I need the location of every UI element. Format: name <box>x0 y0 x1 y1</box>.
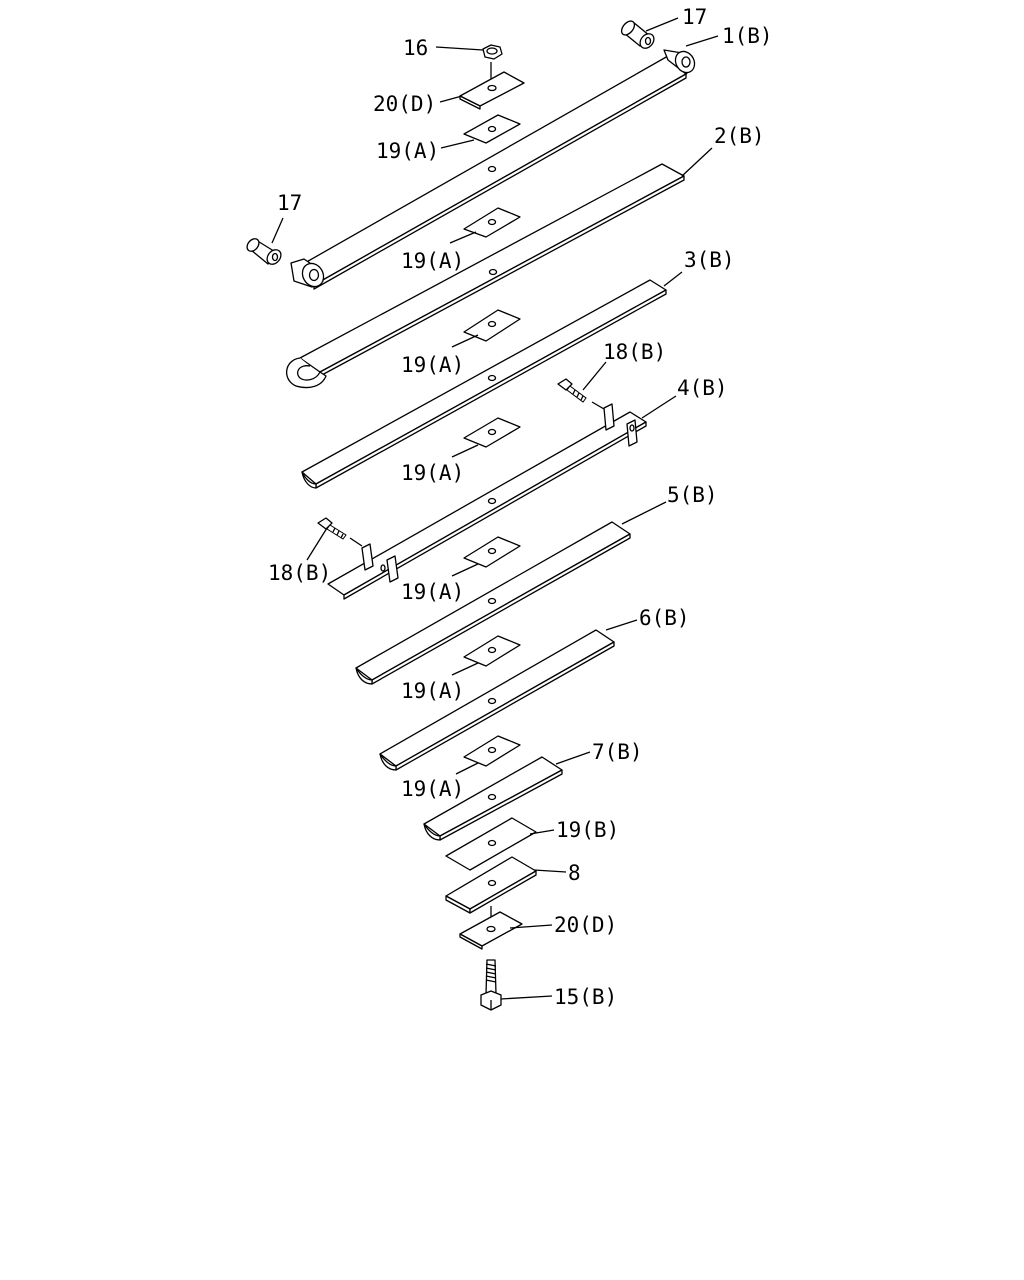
clip-bolt-part-18b-top <box>557 378 605 410</box>
callout-19a-7: 19(A) <box>401 777 464 801</box>
spacer-part-8 <box>445 856 537 914</box>
callout-2b: 2(B) <box>714 124 765 148</box>
callout-19a-6: 19(A) <box>401 679 464 703</box>
callout-18b-left: 18(B) <box>268 561 331 585</box>
center-bolt-part-15b <box>480 959 502 1011</box>
plate-part-20d-top <box>459 71 525 110</box>
liner-part-19a-6 <box>463 635 521 667</box>
liner-part-19a-1 <box>463 114 521 144</box>
callout-17-top: 17 <box>682 5 707 29</box>
callout-1b: 1(B) <box>722 24 773 48</box>
callout-16: 16 <box>403 36 428 60</box>
fifth-leaf-part-5b <box>355 521 631 685</box>
callout-19b: 19(B) <box>556 818 619 842</box>
callout-17-left: 17 <box>277 191 302 215</box>
callout-8: 8 <box>568 861 581 885</box>
callout-7b: 7(B) <box>592 740 643 764</box>
seventh-leaf-part-7b <box>423 756 563 841</box>
callout-19a-1: 19(A) <box>376 139 439 163</box>
callout-labels: 16 17 1(B) 20(D) 19(A) 17 2(B) 19(A) 3(B… <box>268 5 773 1009</box>
callout-19a-2: 19(A) <box>401 249 464 273</box>
callout-20d-bottom: 20(D) <box>554 913 617 937</box>
callout-4b: 4(B) <box>677 376 728 400</box>
liner-part-19a-2 <box>463 207 521 238</box>
main-leaf-part-1b <box>290 49 696 290</box>
fourth-leaf-part-4b <box>327 403 647 600</box>
liner-part-19a-4 <box>463 417 521 448</box>
sixth-leaf-part-6b <box>379 629 615 771</box>
callout-15b: 15(B) <box>554 985 617 1009</box>
bushing-part-17-top <box>620 20 655 49</box>
liner-part-19b <box>445 817 537 871</box>
nut-part-16 <box>482 44 503 84</box>
liner-part-19a-7 <box>463 735 521 767</box>
plate-part-20d-bottom <box>459 906 523 950</box>
third-leaf-part-3b <box>301 279 667 489</box>
callout-20d-top: 20(D) <box>373 92 436 116</box>
callout-3b: 3(B) <box>684 248 735 272</box>
liner-part-19a-3 <box>463 309 521 342</box>
liner-part-19a-5 <box>463 536 521 568</box>
bushing-part-17-left <box>246 238 282 265</box>
callout-6b: 6(B) <box>639 606 690 630</box>
callout-19a-5: 19(A) <box>401 580 464 604</box>
callout-19a-4: 19(A) <box>401 461 464 485</box>
callout-5b: 5(B) <box>667 483 718 507</box>
clip-bolt-part-18b-left <box>317 517 363 547</box>
second-leaf-part-2b <box>286 163 685 389</box>
leader-lines <box>271 17 719 1000</box>
callout-18b-top: 18(B) <box>603 340 666 364</box>
callout-19a-3: 19(A) <box>401 353 464 377</box>
